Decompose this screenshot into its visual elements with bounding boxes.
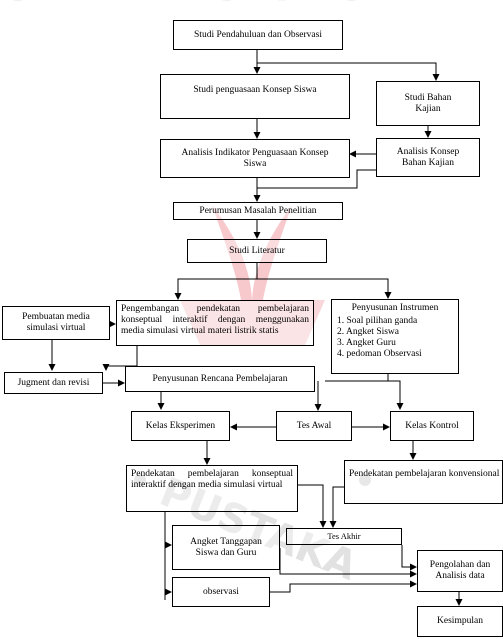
instrumen-item: 3. Angket Guru	[337, 338, 396, 348]
box-studi-pendahuluan: Studi Pendahuluan dan Observasi	[173, 20, 343, 50]
box-studi-bahan: Studi Bahan Kajian	[376, 81, 480, 126]
instrumen-item: 1. Soal pilihan ganda	[337, 316, 418, 326]
box-observasi: observasi	[172, 577, 270, 607]
box-rencana-pembelajaran: Penyusunan Rencana Pembelajaran	[125, 366, 315, 392]
box-kelas-kontrol: Kelas Kontrol	[390, 411, 474, 441]
box-analisis-konsep: Analisis Konsep Bahan Kajian	[376, 138, 480, 177]
box-studi-penguasaan: Studi penguasaan Konsep Siswa	[160, 74, 350, 119]
box-pendekatan-eksperimen: Pendekatan pembelajaran konseptual inter…	[126, 465, 298, 512]
box-pengembangan-pendekatan: Pengembangan pendekatan pembelajaran kon…	[116, 300, 314, 346]
box-kelas-eksperimen: Kelas Eksperimen	[131, 411, 230, 441]
instrumen-item: 4. pedoman Observasi	[337, 349, 422, 359]
box-angket-tanggapan: Angket Tanggapan Siswa dan Guru	[172, 525, 280, 570]
box-pembuatan-media: Pembuatan media simulasi virtual	[2, 306, 110, 340]
box-kesimpulan: Kesimpulan	[417, 606, 503, 637]
box-perumusan-masalah: Perumusan Masalah Penelitian	[173, 202, 343, 220]
box-analisis-indikator: Analisis Indikator Penguasaan Konsep Sis…	[160, 139, 350, 178]
box-tes-akhir: Tes Akhir	[286, 528, 402, 545]
instrumen-item: 2. Angket Siswa	[337, 327, 400, 337]
watermark-arc-text: UNIVERSITAS PENDIDIKAN INDONESIA	[0, 0, 503, 11]
box-studi-literatur: Studi Literatur	[187, 239, 327, 263]
box-pengolahan-analisis: Pengolahan dan Analisis data	[417, 550, 503, 592]
box-jugment-revisi: Jugment dan revisi	[4, 372, 103, 394]
box-pendekatan-kontrol: Pendekatan pembelajaran konvensional den…	[344, 460, 503, 504]
box-tes-awal: Tes Awal	[276, 411, 352, 441]
box-penyusunan-instrumen: Penyusunan Instrumen 1. Soal pilihan gan…	[331, 299, 459, 374]
instrumen-title: Penyusunan Instrumen	[351, 303, 439, 313]
